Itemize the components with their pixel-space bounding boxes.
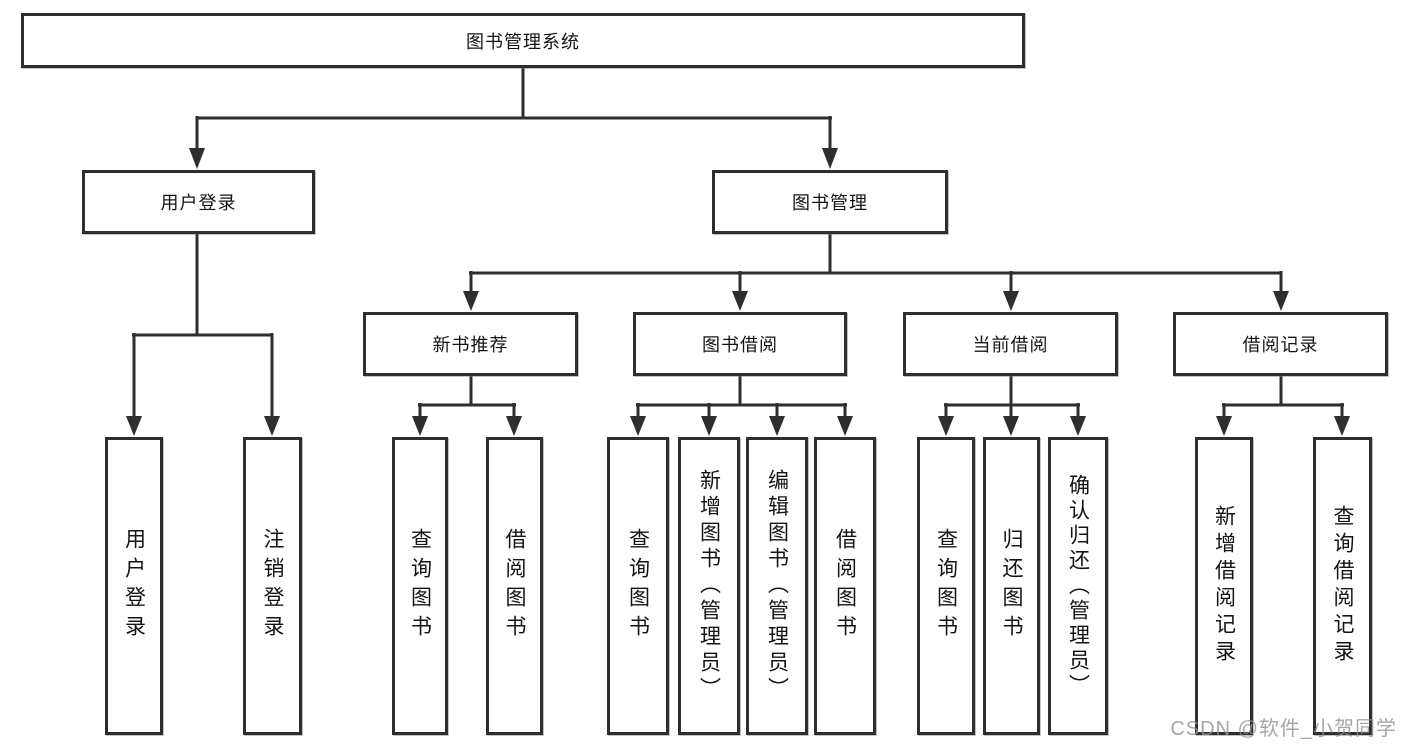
leaf-query-borrow-record-label: 查询借阅记录 <box>1331 505 1354 667</box>
node-borrow-records-label: 借阅记录 <box>1242 335 1319 355</box>
leaf-add-book-admin-label: 新增图书（管理员） <box>697 469 721 703</box>
leaf-logout-label: 注销登录 <box>261 528 284 644</box>
leaf-query-books-recommend-label: 查询图书 <box>408 528 432 644</box>
node-new-book-recommend-label: 新书推荐 <box>432 335 509 355</box>
csdn-watermark: CSDN @软件_小贺同学 <box>1170 718 1397 740</box>
leaf-add-borrow-record-label: 新增借阅记录 <box>1212 505 1236 667</box>
leaf-query-borrow-record: 查询借阅记录 <box>1313 437 1372 735</box>
node-new-book-recommend: 新书推荐 <box>363 312 578 376</box>
leaf-return-book-label: 归还图书 <box>1000 528 1023 644</box>
leaf-query-books-current: 查询图书 <box>917 437 975 735</box>
leaf-query-books-borrow-label: 查询图书 <box>626 528 650 644</box>
leaf-edit-book-admin-label: 编辑图书（管理员） <box>765 469 789 703</box>
leaf-edit-book-admin: 编辑图书（管理员） <box>746 437 808 735</box>
node-book-management: 图书管理 <box>712 170 948 234</box>
leaf-borrow-books-recommend: 借阅图书 <box>486 437 543 735</box>
node-book-borrow-label: 图书借阅 <box>702 335 778 355</box>
leaf-borrow-books-borrow: 借阅图书 <box>814 437 876 735</box>
node-book-borrow: 图书借阅 <box>633 312 847 376</box>
leaf-query-books-recommend: 查询图书 <box>392 437 448 735</box>
leaf-return-book: 归还图书 <box>983 437 1040 735</box>
leaf-user-login-label: 用户登录 <box>122 528 146 644</box>
leaf-user-login: 用户登录 <box>105 437 163 735</box>
leaf-query-books-current-label: 查询图书 <box>934 528 958 644</box>
leaf-confirm-return-admin-label: 确认归还（管理员） <box>1066 473 1090 699</box>
leaf-add-book-admin: 新增图书（管理员） <box>678 437 740 735</box>
node-borrow-records: 借阅记录 <box>1173 312 1388 376</box>
root-node: 图书管理系统 <box>21 13 1025 68</box>
root-node-label: 图书管理系统 <box>466 31 580 52</box>
leaf-borrow-books-recommend-label: 借阅图书 <box>503 528 526 644</box>
leaf-confirm-return-admin: 确认归还（管理员） <box>1048 437 1108 735</box>
node-user-login-label: 用户登录 <box>160 193 237 213</box>
leaf-query-books-borrow: 查询图书 <box>607 437 669 735</box>
node-user-login: 用户登录 <box>82 170 315 234</box>
node-current-borrow: 当前借阅 <box>903 312 1118 376</box>
leaf-borrow-books-borrow-label: 借阅图书 <box>833 528 857 644</box>
node-current-borrow-label: 当前借阅 <box>972 335 1049 355</box>
leaf-add-borrow-record: 新增借阅记录 <box>1195 437 1253 735</box>
node-book-management-label: 图书管理 <box>792 193 868 213</box>
leaf-logout: 注销登录 <box>243 437 302 735</box>
